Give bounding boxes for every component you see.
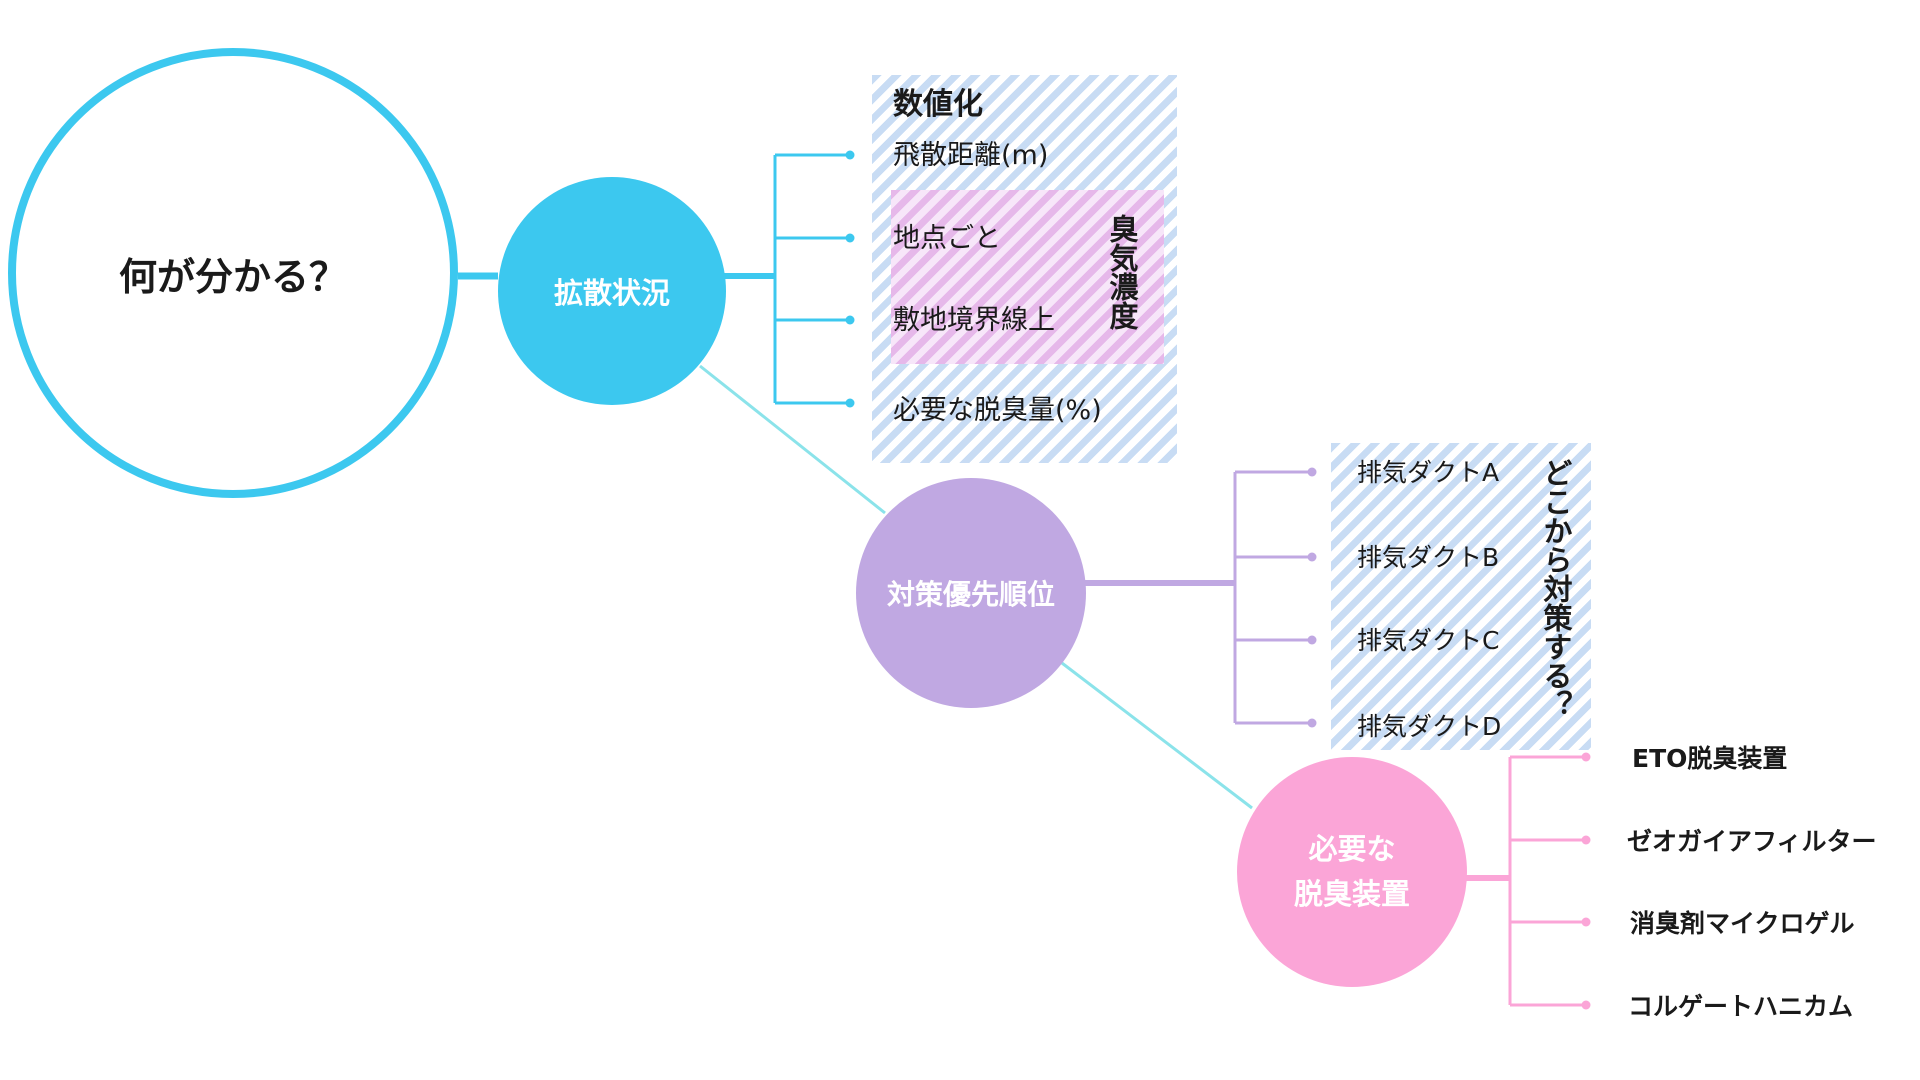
branch1-item: 飛散距離(m) xyxy=(893,140,1049,171)
odor-concentration-label: 臭気濃度 xyxy=(1105,214,1139,330)
branch2-dot xyxy=(1307,635,1317,645)
node-equipment-label-line2: 脱臭装置 xyxy=(1293,877,1410,911)
branch3-item: 消臭剤マイクロゲル xyxy=(1630,909,1855,938)
branch1-item: 地点ごと xyxy=(893,223,1001,254)
branch2-item: 排気ダクトD xyxy=(1357,712,1502,741)
link-node1-node2 xyxy=(699,364,886,515)
where-to-act-label: どこから対策する？ xyxy=(1539,458,1573,719)
center-circle: 何が分かる？ xyxy=(8,48,458,498)
branch2-dot xyxy=(1307,718,1317,728)
link-node2-node3 xyxy=(1057,658,1253,810)
branch1-header: 数値化 xyxy=(893,87,983,122)
branch2-item: 排気ダクトB xyxy=(1357,543,1500,572)
branch3-item: ゼオガイアフィルター xyxy=(1627,827,1877,856)
branch3-item: コルゲートハニカム xyxy=(1628,992,1854,1021)
node-priority-label: 対策優先順位 xyxy=(886,578,1055,611)
branch1-item: 必要な脱臭量(%) xyxy=(893,395,1102,426)
node-diffusion: 拡散状況 xyxy=(498,177,726,405)
branch2-panel xyxy=(1331,443,1591,750)
branch3-dot xyxy=(1581,835,1591,845)
branch3-dot xyxy=(1581,1000,1591,1010)
branch1-dot xyxy=(845,315,855,325)
node-priority: 対策優先順位 xyxy=(856,478,1086,708)
center-label: 何が分かる？ xyxy=(118,254,347,299)
branch1-dot xyxy=(845,150,855,160)
branch1-dot xyxy=(845,398,855,408)
branch3-dot xyxy=(1581,917,1591,927)
branch3-item: ETO脱臭装置 xyxy=(1632,744,1788,773)
node-equipment: 必要な 脱臭装置 xyxy=(1237,757,1467,987)
branch2-item: 排気ダクトA xyxy=(1357,458,1500,487)
node-equipment-label-line1: 必要な xyxy=(1308,832,1396,867)
branch1-item: 敷地境界線上 xyxy=(893,305,1055,336)
branch3-dot xyxy=(1581,752,1591,762)
branch2-item: 排気ダクトC xyxy=(1357,626,1500,655)
odor-concentration-group xyxy=(891,190,1164,364)
branch1-dot xyxy=(845,233,855,243)
branch2-dot xyxy=(1307,467,1317,477)
branch2-dot xyxy=(1307,552,1317,562)
node-diffusion-label: 拡散状況 xyxy=(553,276,670,310)
